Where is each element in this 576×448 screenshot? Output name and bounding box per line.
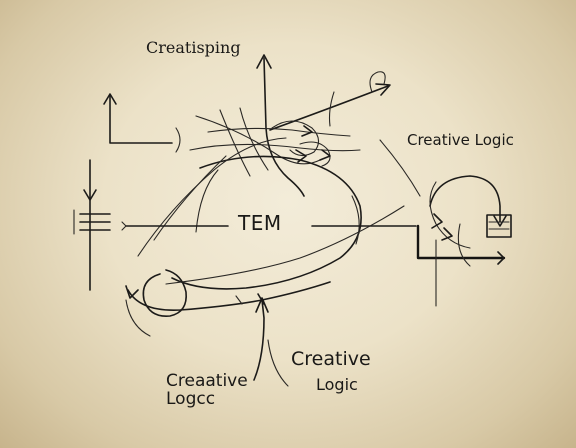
bottom-arrows — [253, 293, 289, 387]
label-bottom-left-line2: Logcc — [166, 389, 216, 409]
diagonal-arrow-upper-right — [269, 71, 391, 131]
label-bottom-left: Creaative Logcc — [166, 372, 248, 408]
label-bottom-right-line1: Creative — [291, 348, 371, 370]
right-loop-box — [416, 175, 512, 307]
label-top: Creatisping — [146, 38, 241, 57]
label-bottom-right: Creative Logic — [291, 346, 371, 398]
diagonal-sweep-right — [165, 139, 421, 285]
l-corner-arrow — [103, 93, 181, 153]
vertical-arrow-top — [256, 54, 305, 197]
label-bottom-right-line2: Logic — [316, 375, 358, 394]
left-stack-symbol — [73, 159, 111, 291]
label-right: Creative Logic — [407, 131, 514, 149]
central-knot — [189, 107, 361, 177]
bottom-loop — [125, 269, 331, 337]
label-center: TEM — [238, 211, 282, 235]
label-bottom-left-line1: Creaative — [166, 371, 248, 391]
horizontal-axis — [121, 221, 417, 231]
